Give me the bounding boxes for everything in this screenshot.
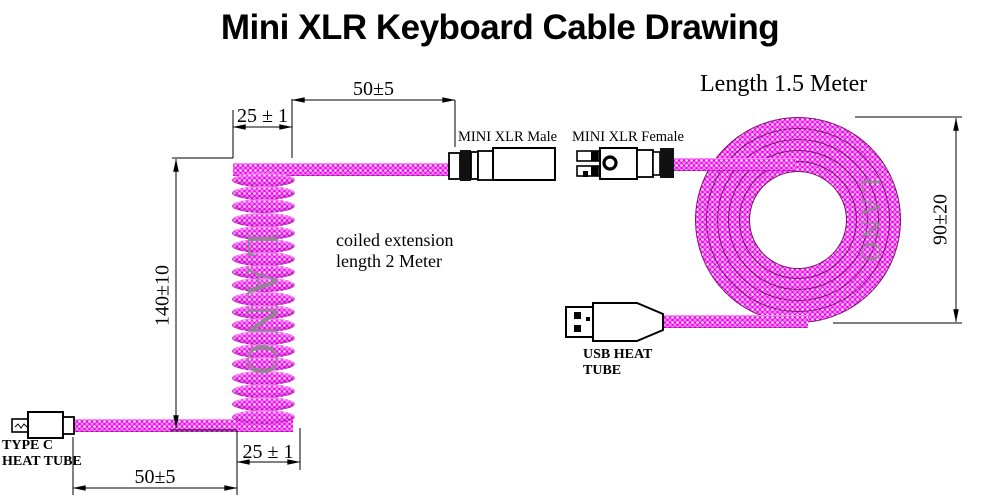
coil-ring <box>728 150 868 290</box>
cable-typec-to-coil <box>72 419 293 432</box>
type-c-connector <box>11 411 75 439</box>
right-diagram-title: Length 1.5 Meter <box>700 71 868 97</box>
typec-label: TYPE C HEAT TUBE <box>2 438 82 470</box>
usb-label-line-2: TUBE <box>583 363 622 378</box>
dim-bottom-small: 25 ± 1 <box>242 441 294 463</box>
male-connector-label: MINI XLR Male <box>458 129 558 145</box>
spring-coil <box>232 173 295 426</box>
mini-xlr-female-connector <box>576 147 674 180</box>
cable-coil-to-usb <box>660 315 808 328</box>
dim-height-left: 140±10 <box>151 265 174 326</box>
coiled-extension-note: coiled extension length 2 Meter <box>336 230 453 272</box>
coil-ring <box>706 128 890 312</box>
usb-a-connector <box>565 302 664 342</box>
note-line-1: coiled extension <box>336 230 454 250</box>
watermark-left: LANO <box>238 231 287 383</box>
usb-label-line-1: USB HEAT <box>583 347 653 362</box>
page-title: Mini XLR Keyboard Cable Drawing <box>220 8 780 47</box>
dim-bottom-long: 50±5 <box>134 466 176 488</box>
typec-label-line-2: HEAT TUBE <box>2 454 82 469</box>
mini-xlr-male-connector <box>448 147 556 181</box>
dim-top-long: 50±5 <box>353 78 394 100</box>
watermark-right: LANO <box>856 177 886 265</box>
dim-top-small: 25 ± 1 <box>237 105 288 127</box>
cable-coil-to-male <box>233 163 452 176</box>
cable-female-to-coil <box>674 158 796 171</box>
note-line-2: length 2 Meter <box>336 251 442 271</box>
usb-label: USB HEAT TUBE <box>583 347 652 379</box>
coil-ring <box>739 161 857 279</box>
female-connector-label: MINI XLR Female <box>572 129 684 145</box>
dim-height-right: 90±20 <box>929 194 952 245</box>
coil-center-hole <box>750 172 846 268</box>
typec-label-line-1: TYPE C <box>2 438 53 453</box>
coil-ring <box>717 139 879 301</box>
